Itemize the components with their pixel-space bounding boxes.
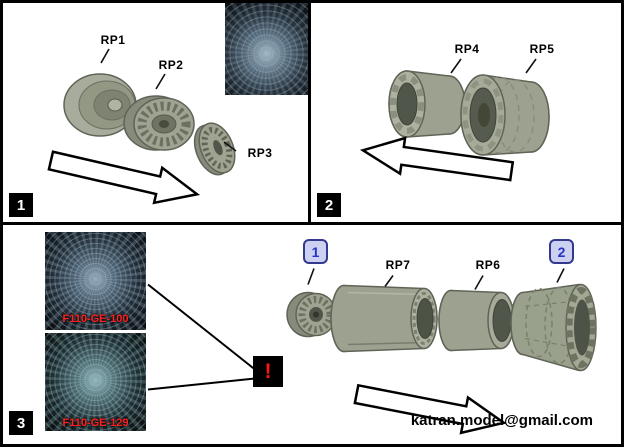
assembly-arrow-icon <box>359 136 515 182</box>
step-2-panel: RP4 RP5 2 <box>311 3 621 225</box>
engine-photo-f110-ge-100: F110-GE-100 <box>45 232 146 330</box>
part-label-rp4: RP4 <box>454 42 480 56</box>
engine-photo-f110-ge-129: F110-GE-129 <box>45 333 146 431</box>
part-variant2-nozzle <box>510 283 597 372</box>
step-2-drawing <box>359 58 550 182</box>
step-number-badge: 1 <box>9 193 33 217</box>
part-label-rp1: RP1 <box>100 33 126 47</box>
part-variant1-disc <box>286 291 337 338</box>
variant-2-badge: 2 <box>549 239 574 264</box>
part-rp5 <box>460 74 550 156</box>
contact-email: katran.model@gmail.com <box>410 412 593 429</box>
part-rp4 <box>388 70 466 138</box>
photo-caption: F110-GE-100 <box>62 313 129 325</box>
step-number-badge: 3 <box>9 411 33 435</box>
engine-exhaust-photo <box>225 3 308 95</box>
part-rp2 <box>123 95 195 151</box>
step-3-drawing <box>147 268 597 435</box>
part-label-rp5: RP5 <box>529 42 555 56</box>
step-1-panel: RP1 RP2 RP3 1 <box>3 3 311 225</box>
part-rp7 <box>330 284 438 353</box>
part-label-rp3: RP3 <box>247 146 273 160</box>
assembly-arrow-icon <box>353 383 507 435</box>
warning-icon: ! <box>253 356 283 387</box>
photo-pointer-lines <box>147 283 256 391</box>
part-label-rp6: RP6 <box>475 258 501 272</box>
photo-caption: F110-GE-129 <box>62 417 129 429</box>
part-rp6 <box>438 289 515 352</box>
step-number-badge: 2 <box>317 193 341 217</box>
part-label-rp7: RP7 <box>385 258 411 272</box>
label-leader-lines <box>450 58 537 74</box>
part-label-rp2: RP2 <box>158 58 184 72</box>
step-1-drawing <box>47 48 237 205</box>
step-3-panel: F110-GE-100 F110-GE-129 ! 1 2 RP7 RP6 3 … <box>3 225 621 444</box>
label-leader-lines <box>100 48 237 152</box>
label-leader-lines <box>307 268 565 290</box>
assembly-arrow-icon <box>47 150 201 205</box>
variant-1-badge: 1 <box>303 239 328 264</box>
